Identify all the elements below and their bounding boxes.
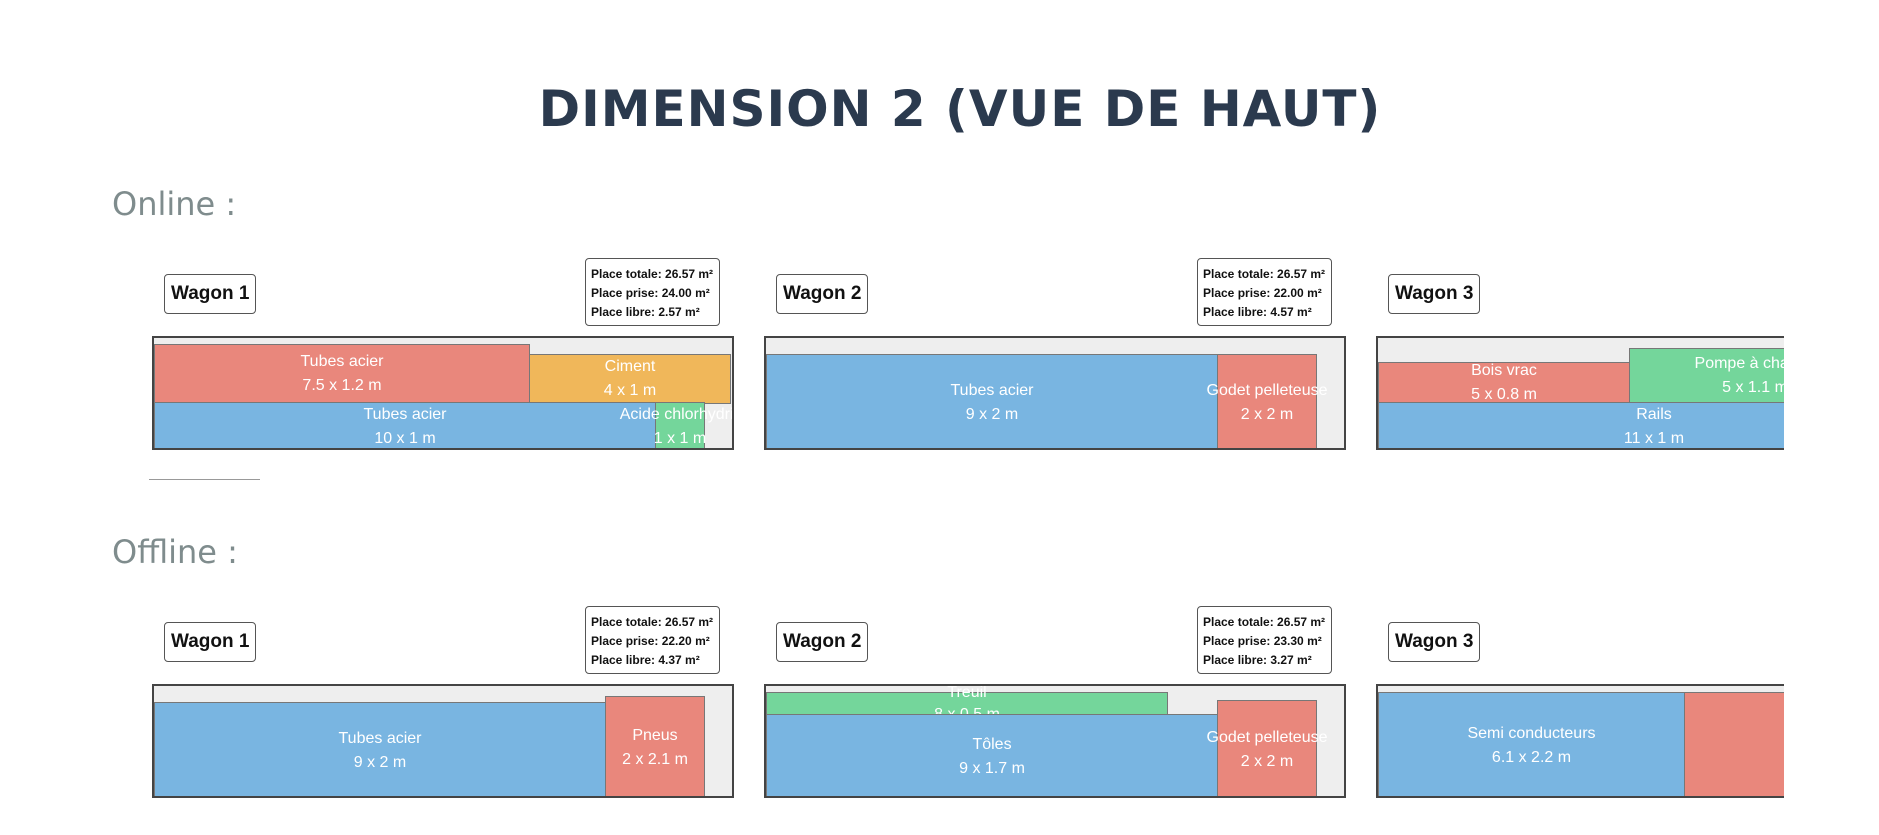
cargo-item-dims: 9 x 2 m [353,754,407,771]
cargo-item[interactable]: Rails 11 x 1 m [1378,402,1784,448]
stat-free: Place libre: 4.37 m² [591,653,700,667]
stat-total: Place totale: 26.57 m² [1203,615,1326,629]
online-wagon-2-layout: Tubes acier 9 x 2 m Godet pelleteuse 2 x… [764,336,1346,450]
online-wagon-2-stats: Place totale: 26.57 m² Place prise: 22.0… [1197,258,1332,326]
offline-wagon-2-button[interactable]: Wagon 2 [776,622,869,662]
cargo-item-name: Rails [1636,406,1672,423]
cargo-item-name: Tubes acier [300,353,384,370]
cargo-item-dims: 2 x 2.1 m [622,751,688,768]
content-area: Online : Wagon 1 Place totale: 26.57 m² … [112,185,1784,798]
page-title: DIMENSION 2 (VUE DE HAUT) [538,80,1382,138]
divider [149,479,260,480]
stat-free: Place libre: 2.57 m² [591,305,700,319]
stat-free: Place libre: 3.27 m² [1203,653,1312,667]
cargo-item[interactable]: Pompe à chaleur 5 x 1.1 m [1629,348,1784,404]
cargo-item[interactable]: Tubes acier 9 x 2 m [154,702,606,796]
stat-used: Place prise: 23.30 m² [1203,634,1322,648]
offline-section-label: Offline : [112,533,238,571]
cargo-item[interactable]: Godet pelleteuse 2 x 2 m [1207,700,1328,796]
cargo-item-name: Godet pelleteuse [1206,729,1328,746]
cargo-item-dims: 2 x 2 m [1240,753,1294,770]
online-section-label: Online : [112,185,237,223]
cargo-item-dims: 10 x 1 m [374,430,436,447]
cargo-item-dims: 6.1 x 2.2 m [1491,749,1572,766]
online-wagon-1-stats: Place totale: 26.57 m² Place prise: 24.0… [585,258,720,326]
cargo-item-dims: 9 x 2 m [965,406,1019,423]
cargo-item[interactable]: Tôles 9 x 1.7 m [766,714,1218,796]
stat-total: Place totale: 26.57 m² [591,615,714,629]
stat-total: Place totale: 26.57 m² [591,267,714,281]
cargo-item[interactable]: Treuil 8 x 0.5 m [766,686,1168,723]
cargo-item-name: Treuil [947,684,987,701]
cargo-item[interactable]: 5 [1684,692,1784,796]
stat-used: Place prise: 22.00 m² [1203,286,1322,300]
cargo-item-dims: 11 x 1 m [1623,430,1685,447]
offline-wagon-1-stats: Place totale: 26.57 m² Place prise: 22.2… [585,606,720,674]
cargo-item-dims: 9 x 1.7 m [959,760,1025,777]
cargo-item-name: Semi conducteurs [1467,725,1596,742]
cargo-item-dims: 5 x 0.8 m [1471,386,1537,403]
cargo-item-name: Pneus [632,727,678,744]
offline-wagon-3-layout: Semi conducteurs 6.1 x 2.2 m 5 [1376,684,1784,798]
online-wagon-1-layout: Tubes acier 7.5 x 1.2 m Ciment 4 x 1 m T… [152,336,734,450]
cargo-item-name: Tubes acier [950,382,1034,399]
stat-total: Place totale: 26.57 m² [1203,267,1326,281]
cargo-item-name: Tôles [972,736,1012,753]
online-wagon-3-layout: Bois vrac 5 x 0.8 m Pompe à chaleur 5 x … [1376,336,1784,450]
cargo-item-name: Bois vrac [1471,362,1537,379]
cargo-item[interactable]: Godet pelleteuse 2 x 2 m [1207,354,1328,448]
cargo-item[interactable]: Ciment 4 x 1 m [529,354,731,404]
cargo-item-name: Tubes acier [363,406,447,423]
cargo-item[interactable]: Acide chlorhydrique 1 x 1 m [620,402,732,448]
offline-wagon-2-stats: Place totale: 26.57 m² Place prise: 23.3… [1197,606,1332,674]
cargo-item[interactable]: Bois vrac 5 x 0.8 m [1378,362,1630,404]
cargo-item-name: Tubes acier [338,730,422,747]
online-wagon-2-button[interactable]: Wagon 2 [776,274,869,314]
online-wagon-3-button[interactable]: Wagon 3 [1388,274,1481,314]
cargo-item[interactable]: Tubes acier 10 x 1 m [154,402,656,448]
stat-free: Place libre: 4.57 m² [1203,305,1312,319]
cargo-item[interactable]: Pneus 2 x 2.1 m [605,696,705,796]
offline-wagon-1-layout: Tubes acier 9 x 2 m Pneus 2 x 2.1 m [152,684,734,798]
cargo-item-name: Pompe à chaleur [1694,355,1784,372]
cargo-item[interactable]: Semi conducteurs 6.1 x 2.2 m [1378,692,1685,796]
cargo-item[interactable]: Tubes acier 9 x 2 m [766,354,1218,448]
cargo-item-name: Acide chlorhydrique [619,406,734,423]
cargo-item-name: Godet pelleteuse [1206,382,1328,399]
cargo-item-dims: 7.5 x 1.2 m [302,377,382,394]
cargo-item-dims: 2 x 2 m [1240,406,1294,423]
cargo-item-dims: 5 x 1.1 m [1722,379,1784,396]
online-wagon-1-button[interactable]: Wagon 1 [164,274,257,314]
offline-wagon-1-button[interactable]: Wagon 1 [164,622,257,662]
cargo-item-name: Ciment [604,358,656,375]
cargo-item[interactable]: Tubes acier 7.5 x 1.2 m [154,344,530,404]
offline-wagon-3-button[interactable]: Wagon 3 [1388,622,1481,662]
cargo-item-dims: 4 x 1 m [603,382,657,399]
offline-wagon-2-layout: Treuil 8 x 0.5 m Tôles 9 x 1.7 m Godet p… [764,684,1346,798]
cargo-item-dims: 1 x 1 m [653,430,707,447]
stat-used: Place prise: 22.20 m² [591,634,710,648]
stat-used: Place prise: 24.00 m² [591,286,710,300]
